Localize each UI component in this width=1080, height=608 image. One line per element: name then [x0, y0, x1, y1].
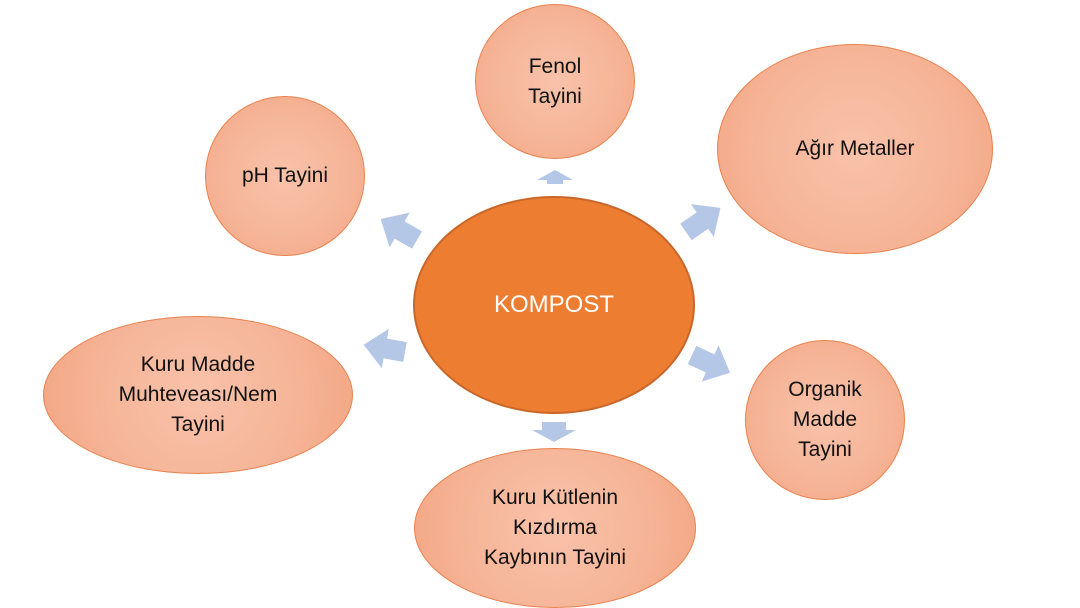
node-ph: pH Tayini	[205, 96, 365, 256]
node-kompost-label: KOMPOST	[493, 291, 614, 318]
node-organik-madde: Organik Madde Tayini	[745, 340, 905, 500]
arrow-to-fenol	[537, 170, 573, 184]
node-kuru-madde-label: Kuru Madde Muhteveası/Nem Tayini	[118, 353, 278, 436]
arrow-to-agir-metaller	[680, 204, 721, 241]
node-fenol: Fenol Tayini	[475, 4, 635, 159]
node-kuru-kutle: Kuru Kütlenin Kızdırma Kaybının Tayini	[414, 448, 696, 608]
arrow-to-kuru-madde	[363, 328, 407, 369]
node-organik-madde-label: Organik Madde Tayini	[788, 378, 862, 461]
arrow-to-kuru-kutle	[532, 422, 576, 442]
arrow-to-organik-madde	[687, 345, 731, 382]
node-kuru-madde: Kuru Madde Muhteveası/Nem Tayini	[43, 316, 353, 474]
node-fenol-label: Fenol Tayini	[528, 54, 582, 108]
arrow-to-ph	[380, 212, 422, 249]
node-kompost: KOMPOST	[413, 196, 695, 414]
node-kuru-kutle-label: Kuru Kütlenin Kızdırma Kaybının Tayini	[483, 486, 627, 569]
node-agir-metaller-label: Ağır Metaller	[795, 137, 915, 160]
node-ph-label: pH Tayini	[242, 164, 328, 187]
node-agir-metaller: Ağır Metaller	[717, 44, 993, 254]
